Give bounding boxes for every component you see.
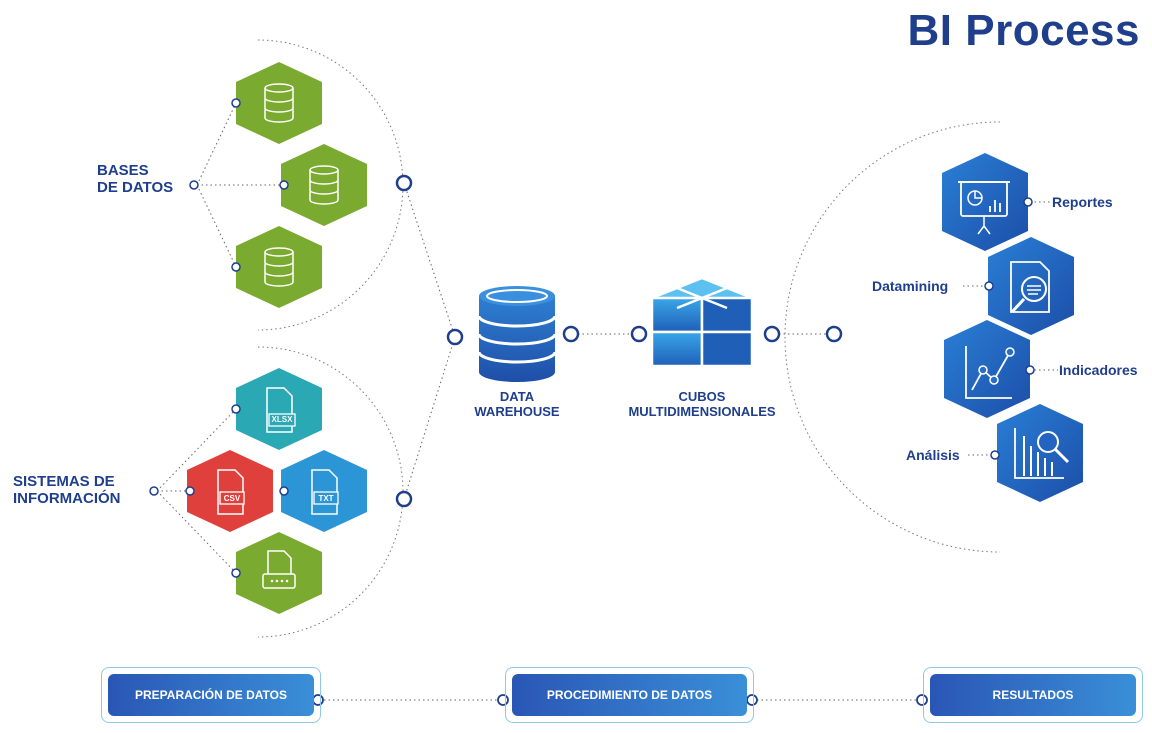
txt-file-hex bbox=[281, 450, 367, 532]
xlsx-badge: XLSX bbox=[271, 415, 293, 424]
outputs-arc bbox=[784, 121, 1001, 553]
systems-label-line-1: SISTEMAS DE bbox=[13, 473, 115, 490]
csv-node bbox=[185, 486, 195, 496]
data-warehouse-label-line-1: DATA bbox=[499, 389, 535, 404]
reportes-node bbox=[1023, 197, 1033, 207]
warehouse-out-node bbox=[562, 325, 580, 343]
datamining-hex bbox=[988, 237, 1074, 335]
document-node bbox=[231, 568, 241, 578]
databases-label: BASES DE DATOS bbox=[97, 162, 173, 196]
page-title: BI Process bbox=[907, 6, 1140, 55]
data-warehouse-label: DATA WAREHOUSE bbox=[457, 389, 577, 419]
indicadores-hex bbox=[944, 320, 1030, 418]
connector-lines bbox=[156, 102, 1058, 701]
database-hex-2 bbox=[281, 144, 367, 226]
resultados-node bbox=[916, 694, 928, 706]
datamining-label: Datamining bbox=[872, 278, 949, 294]
cubes-label-line-1: CUBOS bbox=[678, 389, 726, 404]
document-hex bbox=[236, 532, 322, 614]
systems-arc-node bbox=[395, 490, 413, 508]
warehouse-in-node bbox=[446, 328, 464, 346]
systems-label-line-2: INFORMACIÓN bbox=[13, 490, 121, 507]
txt-badge: TXT bbox=[318, 494, 334, 503]
data-warehouse-icon bbox=[477, 286, 557, 382]
cubes-label: CUBOS MULTIDIMENSIONALES bbox=[622, 389, 782, 419]
xlsx-node bbox=[231, 404, 241, 414]
database-hex-1 bbox=[236, 62, 322, 144]
systems-label: SISTEMAS DE INFORMACIÓN bbox=[13, 473, 121, 507]
multidimensional-cubes-icon bbox=[648, 276, 756, 368]
datamining-node bbox=[984, 281, 994, 291]
stage-resultados: RESULTADOS bbox=[923, 667, 1143, 723]
csv-file-hex bbox=[187, 450, 273, 532]
indicadores-label: Indicadores bbox=[1059, 362, 1138, 378]
reportes-hex bbox=[942, 153, 1028, 251]
xlsx-file-hex bbox=[236, 368, 322, 450]
databases-arc-node bbox=[395, 174, 413, 192]
cubes-in-node bbox=[630, 325, 648, 343]
database-3-node bbox=[231, 262, 241, 272]
database-2-node bbox=[279, 180, 289, 190]
stage-procedimiento: PROCEDIMIENTO DE DATOS bbox=[505, 667, 754, 723]
indicadores-node bbox=[1025, 365, 1035, 375]
stage-preparacion: PREPARACIÓN DE DATOS bbox=[101, 667, 321, 723]
cubes-label-line-2: MULTIDIMENSIONALES bbox=[628, 404, 776, 419]
databases-group-node bbox=[189, 180, 199, 190]
stage-preparacion-label: PREPARACIÓN DE DATOS bbox=[108, 674, 314, 716]
data-warehouse-label-line-2: WAREHOUSE bbox=[474, 404, 560, 419]
database-1-node bbox=[231, 98, 241, 108]
procedimiento-out-node bbox=[746, 694, 758, 706]
databases-label-line-1: BASES bbox=[97, 162, 149, 179]
stage-resultados-label: RESULTADOS bbox=[930, 674, 1136, 716]
txt-node bbox=[279, 486, 289, 496]
stage-procedimiento-label: PROCEDIMIENTO DE DATOS bbox=[512, 674, 747, 716]
connector-nodes bbox=[149, 98, 1035, 706]
analisis-node bbox=[990, 450, 1000, 460]
analisis-label: Análisis bbox=[906, 447, 960, 463]
analisis-hex bbox=[997, 404, 1083, 502]
outputs-arc-node bbox=[825, 325, 843, 343]
databases-label-line-2: DE DATOS bbox=[97, 179, 174, 196]
systems-group-node bbox=[149, 486, 159, 496]
cubes-out-node bbox=[763, 325, 781, 343]
reportes-label: Reportes bbox=[1052, 194, 1113, 210]
csv-badge: CSV bbox=[223, 494, 241, 503]
database-hex-3 bbox=[236, 226, 322, 308]
